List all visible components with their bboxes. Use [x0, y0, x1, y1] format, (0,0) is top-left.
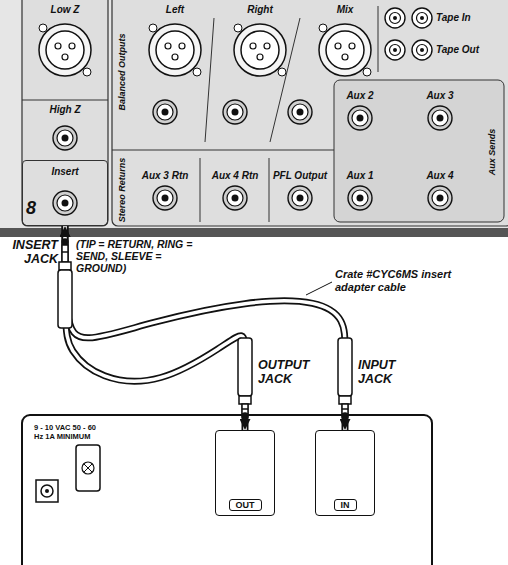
effects-unit: [22, 415, 432, 565]
section-label: Stereo Returns: [117, 158, 127, 223]
cable-jacket: [65, 226, 245, 430]
xlr-connector: [319, 24, 371, 76]
connector-label: Aux 4 Rtn: [212, 170, 259, 182]
quarter-inch-jack: [348, 186, 372, 210]
quarter-inch-jack: [53, 191, 77, 215]
connector-label: Right: [247, 4, 273, 16]
quarter-inch-jack: [288, 186, 312, 210]
quarter-inch-jack: [428, 106, 452, 130]
jack-group: [39, 8, 452, 482]
cable-core: [65, 226, 345, 430]
switch-screw: [84, 464, 92, 472]
rca-jack: [385, 8, 405, 28]
insert-plug: [58, 239, 72, 328]
jack-label: Insert: [51, 166, 78, 177]
connector-label: PFL Output: [273, 170, 327, 182]
aux-sends-panel: [334, 80, 504, 222]
power-rating: 9 - 10 VAC 50 - 60 Hz 1A MINIMUM: [34, 424, 96, 441]
section-line: [269, 158, 270, 222]
callout-label: INPUT JACK: [358, 358, 424, 387]
callout-label: OUTPUT JACK: [258, 358, 324, 387]
connector-label: Mix: [337, 4, 354, 16]
connector-label: Low Z: [51, 4, 80, 16]
quarter-inch-jack: [153, 186, 177, 210]
switch-screw: [84, 464, 92, 472]
power-switch: [76, 445, 100, 491]
power-jack: [41, 485, 53, 497]
input-jack-box: IN: [315, 430, 375, 516]
channel-strip: [22, 0, 108, 226]
quarter-inch-jack: [428, 186, 452, 210]
quarter-inch-jack: [53, 126, 77, 150]
connector-label: Aux 2: [346, 90, 373, 102]
connector-label: Aux 1: [346, 170, 373, 182]
output-panel: [112, 0, 508, 226]
quarter-inch-jack: [153, 100, 177, 124]
connector-label: Tape Out: [436, 44, 479, 56]
input-plug: [338, 338, 352, 419]
quarter-inch-jack: [288, 100, 312, 124]
quarter-inch-jack: [223, 100, 247, 124]
cable-core: [65, 226, 245, 430]
xlr-connector: [149, 24, 201, 76]
channel-number: 8: [26, 198, 36, 219]
quarter-inch-jack: [348, 106, 372, 130]
rca-jack: [412, 8, 432, 28]
adapter-cable: [65, 226, 245, 430]
connector-label: Left: [166, 4, 184, 16]
jack-label: OUT: [229, 499, 262, 511]
adapter-cable: [65, 226, 345, 430]
rca-jack: [412, 40, 432, 60]
output-jack-box: OUT: [215, 430, 275, 516]
output-plug: [238, 338, 252, 419]
jack-label: IN: [334, 499, 357, 511]
rca-jack: [385, 40, 405, 60]
cable-callout: Crate #CYC6MS insert adapter cable: [335, 268, 460, 293]
section-line: [205, 18, 214, 142]
cable-jacket: [65, 226, 345, 430]
section-line: [112, 150, 334, 151]
pinout-note: (TIP = RETURN, RING = SEND, SLEEVE = GRO…: [76, 238, 208, 274]
xlr-connector: [39, 24, 91, 76]
callout-label: INSERT JACK: [2, 238, 58, 267]
section-line: [200, 158, 201, 222]
quarter-inch-jack: [223, 186, 247, 210]
connector-label: High Z: [49, 104, 80, 116]
connector-label: Aux 4: [426, 170, 453, 182]
leader-line: [306, 282, 332, 295]
power-jack: [45, 489, 49, 493]
section-line: [22, 100, 108, 101]
power-jack: [36, 480, 58, 502]
connector-label: Aux 3 Rtn: [142, 170, 189, 182]
section-label: Balanced Outputs: [117, 33, 127, 110]
connector-label: Aux 3: [426, 90, 453, 102]
switch-screw: [82, 462, 94, 474]
connector-label: Tape In: [436, 12, 471, 24]
xlr-connector: [234, 24, 286, 76]
panel-edge: [0, 228, 508, 237]
section-line: [378, 6, 379, 72]
section-label: Aux Sends: [487, 129, 497, 176]
